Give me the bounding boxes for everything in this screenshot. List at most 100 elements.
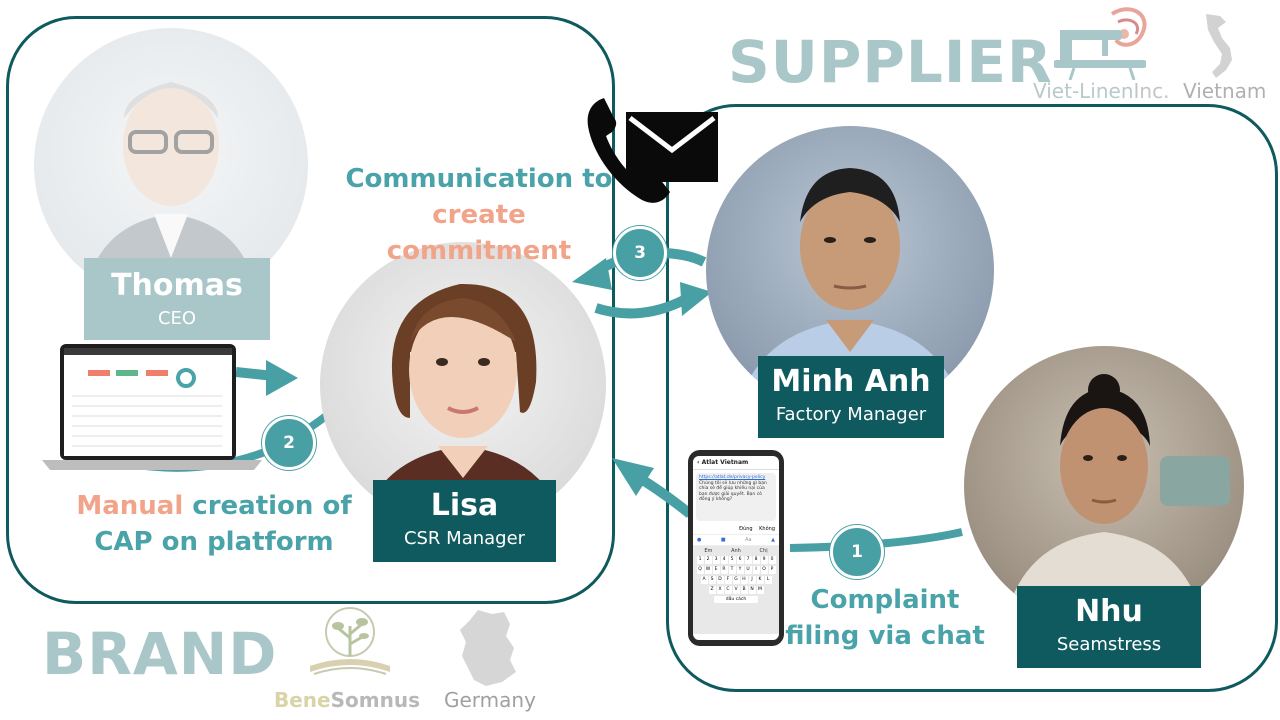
- chat-option-yes[interactable]: Đúng: [739, 526, 753, 532]
- chat-option-no[interactable]: Không: [759, 526, 775, 532]
- minh-anh-name: Minh Anh: [771, 364, 931, 399]
- lisa-to-minh-arrowhead: [680, 282, 712, 316]
- germany-map-icon: [456, 608, 522, 688]
- brand-company-second: Somnus: [330, 688, 420, 712]
- chat-link: https://atlat.de/privacy-policy: [699, 475, 766, 480]
- sewing-machine-logo: [1052, 4, 1156, 81]
- nhu-card: Nhu Seamstress: [1017, 586, 1201, 668]
- step-3-caption: Communication to create commitment: [336, 161, 622, 269]
- keyboard-suggestions: Em Anh Chị: [695, 548, 777, 554]
- lisa-to-minh-arrow: [594, 295, 687, 319]
- keyboard-letter-key[interactable]: N: [748, 586, 756, 594]
- supplier-panel: [666, 104, 1278, 692]
- chat-header-title: Atlat Vietnam: [701, 459, 749, 466]
- keyboard-digit-key[interactable]: 2: [704, 556, 712, 564]
- keyboard-digit-key[interactable]: 9: [760, 556, 768, 564]
- keyboard-letter-key[interactable]: O: [760, 566, 768, 574]
- keyboard-letter-key[interactable]: Q: [696, 566, 704, 574]
- keyboard-letter-key[interactable]: T: [728, 566, 736, 574]
- keyboard-digit-key[interactable]: 4: [720, 556, 728, 564]
- keyboard-letter-key[interactable]: M: [756, 586, 764, 594]
- nhu-role: Seamstress: [1056, 634, 1162, 655]
- thomas-name: Thomas: [111, 268, 243, 303]
- thomas-card: Thomas CEO: [84, 258, 270, 340]
- step-1-line-2: filing via chat: [785, 621, 985, 651]
- keyboard-row-5: dấu cách: [695, 596, 777, 603]
- keyboard-digit-key[interactable]: 3: [712, 556, 720, 564]
- minh-to-lisa-arrowhead: [572, 258, 612, 290]
- space-key[interactable]: dấu cách: [714, 596, 758, 603]
- keyboard-letter-key[interactable]: S: [708, 576, 716, 584]
- step-2-caption: Manual creation of CAP on platform: [66, 488, 362, 560]
- keyboard-digit-key[interactable]: 7: [744, 556, 752, 564]
- tree-book-logo: [300, 606, 400, 690]
- keyboard-suggestion[interactable]: Chị: [759, 548, 768, 554]
- keyboard-digit-key[interactable]: 8: [752, 556, 760, 564]
- minh-anh-role: Factory Manager: [775, 404, 927, 425]
- keyboard-letter-key[interactable]: F: [724, 576, 732, 584]
- step1-line: [789, 528, 963, 552]
- keyboard-digit-key[interactable]: 5: [728, 556, 736, 564]
- like-icon[interactable]: ▲: [771, 537, 775, 543]
- chat-options: Đúng Không: [693, 524, 779, 534]
- keyboard-digit-key[interactable]: 0: [768, 556, 776, 564]
- nhu-name: Nhu: [1075, 594, 1143, 629]
- keyboard-letter-key[interactable]: L: [764, 576, 772, 584]
- step-3-line-1: Communication to: [345, 164, 613, 194]
- lisa-role: CSR Manager: [403, 528, 526, 549]
- laptop-to-lisa-arrowhead: [266, 360, 298, 396]
- keyboard-letter-key[interactable]: K: [756, 576, 764, 584]
- keyboard-letter-key[interactable]: H: [740, 576, 748, 584]
- chat-message: Chúng tôi sẽ lưu những gì bạn chia sẻ để…: [699, 480, 767, 503]
- lisa-card: Lisa CSR Manager: [373, 480, 556, 562]
- chat-header: ‹ Atlat Vietnam: [693, 456, 779, 470]
- keyboard-letter-key[interactable]: E: [712, 566, 720, 574]
- keyboard-letter-key[interactable]: J: [748, 576, 756, 584]
- keyboard-letter-key[interactable]: Y: [736, 566, 744, 574]
- keyboard-suggestion[interactable]: Anh: [731, 548, 741, 554]
- keyboard-letter-key[interactable]: I: [752, 566, 760, 574]
- step-3-badge: 3: [613, 226, 667, 280]
- keyboard-letter-key[interactable]: P: [768, 566, 776, 574]
- chat-input-hint[interactable]: Aa: [745, 537, 752, 543]
- keyboard-letter-key[interactable]: X: [716, 586, 724, 594]
- keyboard-letter-key[interactable]: W: [704, 566, 712, 574]
- nhu-photo: [964, 346, 1244, 626]
- keyboard-letter-key[interactable]: U: [744, 566, 752, 574]
- brand-title: BRAND: [42, 620, 278, 688]
- chat-bubble: https://atlat.de/privacy-policy Chúng tô…: [696, 473, 776, 521]
- menu-icon[interactable]: ●: [697, 537, 702, 543]
- keyboard-digit-key[interactable]: 1: [696, 556, 704, 564]
- thomas-role: CEO: [157, 308, 197, 329]
- camera-icon[interactable]: ■: [720, 537, 726, 543]
- brand-company-first: Bene: [274, 688, 331, 712]
- keyboard-letter-key[interactable]: R: [720, 566, 728, 574]
- phone-screen: ‹ Atlat Vietnam https://atlat.de/privacy…: [693, 456, 779, 640]
- keyboard-digit-key[interactable]: 6: [736, 556, 744, 564]
- keyboard-letter-key[interactable]: C: [724, 586, 732, 594]
- supplier-company-second: Inc.: [1133, 79, 1170, 103]
- brand-company-name: BeneSomnus: [274, 688, 420, 712]
- step-1-badge: 1: [830, 525, 884, 579]
- step-1-caption: Complaint filing via chat: [780, 582, 990, 654]
- keyboard-letter-key[interactable]: B: [740, 586, 748, 594]
- keyboard-letter-key[interactable]: V: [732, 586, 740, 594]
- smartphone-chat: ‹ Atlat Vietnam https://atlat.de/privacy…: [688, 450, 784, 646]
- keyboard-letter-key[interactable]: D: [716, 576, 724, 584]
- keyboard-letter-key[interactable]: Z: [708, 586, 716, 594]
- step-2-line-2: CAP on platform: [94, 527, 334, 557]
- chat-input-bar[interactable]: ● ■ Aa ▲: [693, 534, 779, 546]
- laptop-dashboard: [42, 344, 262, 472]
- step-2-line-1-rest: creation of: [183, 491, 352, 521]
- supplier-company-first: Viet-Linen: [1033, 79, 1134, 103]
- supplier-company-name: Viet-LinenInc.: [1033, 79, 1169, 103]
- keyboard-suggestion[interactable]: Em: [704, 548, 713, 554]
- keyboard-letter-key[interactable]: G: [732, 576, 740, 584]
- step-1-line-1: Complaint: [810, 585, 960, 615]
- keyboard-letter-key[interactable]: A: [700, 576, 708, 584]
- supplier-title: SUPPLIER: [728, 28, 1053, 96]
